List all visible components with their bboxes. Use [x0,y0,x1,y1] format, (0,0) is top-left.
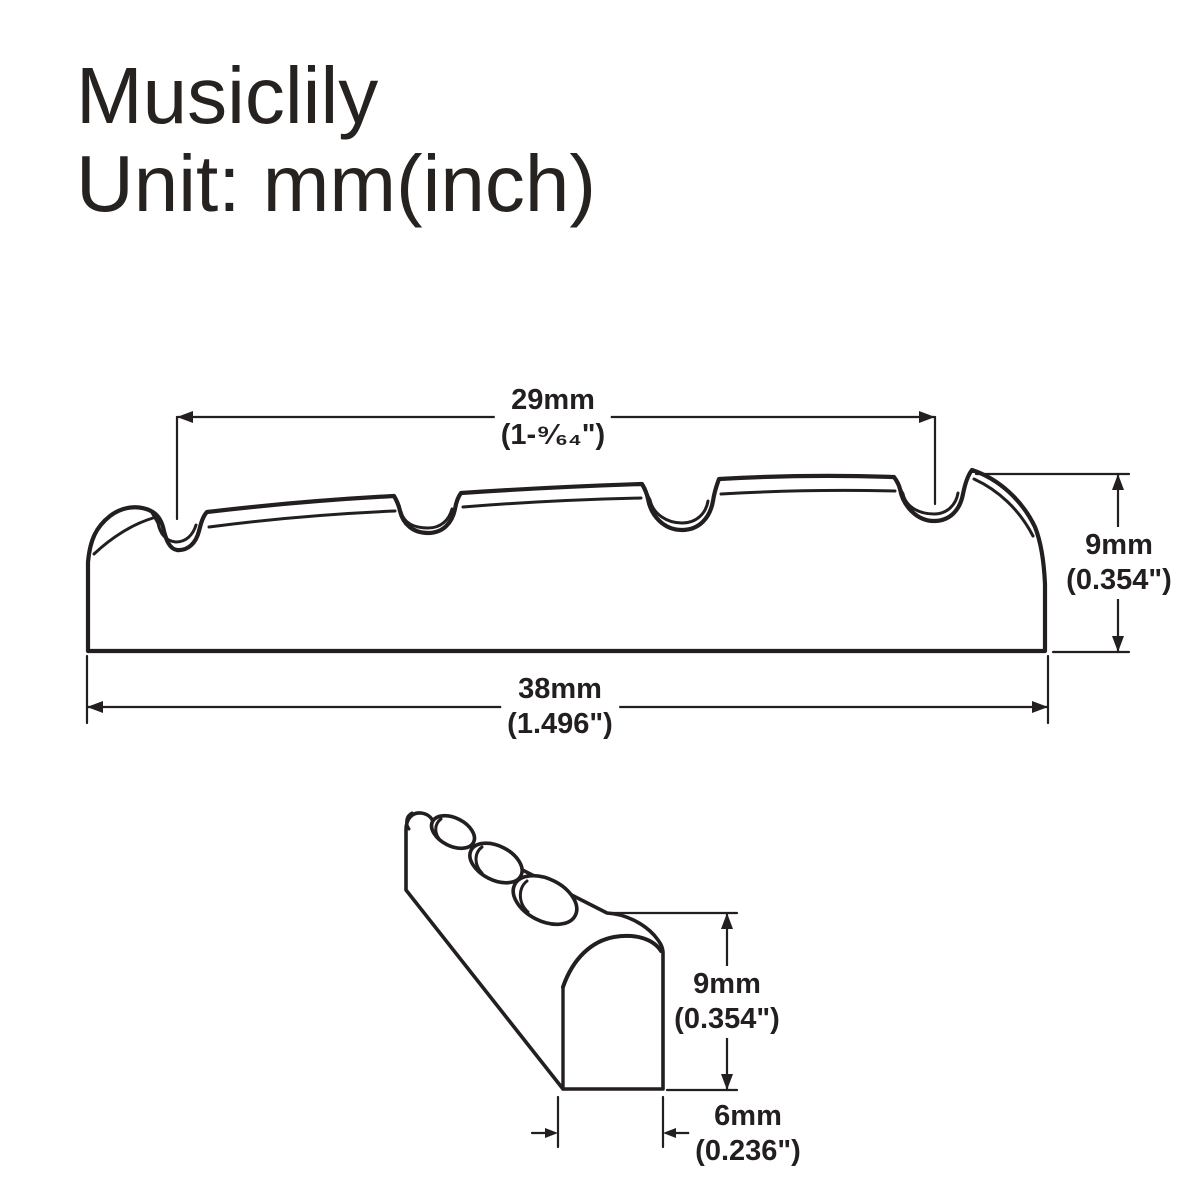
dim-value-inch: (1-⁹⁄₆₄") [500,419,606,451]
arrowhead-down [721,1074,733,1090]
front-view-inner-lines [92,475,1035,556]
label-front-bottom-width: 38mm (1.496") [501,671,619,743]
dim-value-inch: (0.354") [1066,564,1172,596]
arrowhead-left [87,701,103,713]
dim-value-mm: 9mm [1085,529,1153,561]
side-view [404,811,665,1091]
side-view-body [404,811,665,1091]
far-end-face-arc [405,811,414,831]
saddle-bump-face-arcs [434,817,530,914]
arrowhead-up [1112,474,1124,490]
dim-value-mm: 9mm [693,968,761,1000]
dim-value-inch: (1.496") [507,708,613,740]
label-side-height: 9mm (0.354") [668,966,786,1038]
arrowhead-right [919,411,935,423]
label-front-height: 9mm (0.354") [1060,527,1178,599]
dim-value-inch: (0.236") [695,1135,801,1167]
label-side-base-width: 6mm (0.236") [689,1098,807,1170]
saddle-bump-1 [429,813,477,851]
dim-value-mm: 29mm [511,384,595,416]
brand-title: Musiclily [76,51,379,140]
dim-value-mm: 38mm [518,673,602,705]
dim-value-mm: 6mm [714,1100,782,1132]
dim-side-base-width [530,1095,692,1149]
arrowhead-up [721,913,733,929]
arrowhead-left-pointing [663,1128,676,1138]
dim-value-inch: (0.354") [674,1003,780,1035]
arrowhead-down [1112,636,1124,652]
arrowhead-right-pointing [545,1128,558,1138]
title-block: Musiclily Unit: mm(inch) [76,52,596,228]
arrowhead-left [177,411,193,423]
unit-label: Unit: mm(inch) [76,139,597,228]
label-front-top-width: 29mm (1-⁹⁄₆₄") [494,382,612,454]
front-view-outline [85,467,1048,654]
arrowhead-right [1032,701,1048,713]
near-face-crown [561,933,663,989]
front-view [85,467,1048,654]
